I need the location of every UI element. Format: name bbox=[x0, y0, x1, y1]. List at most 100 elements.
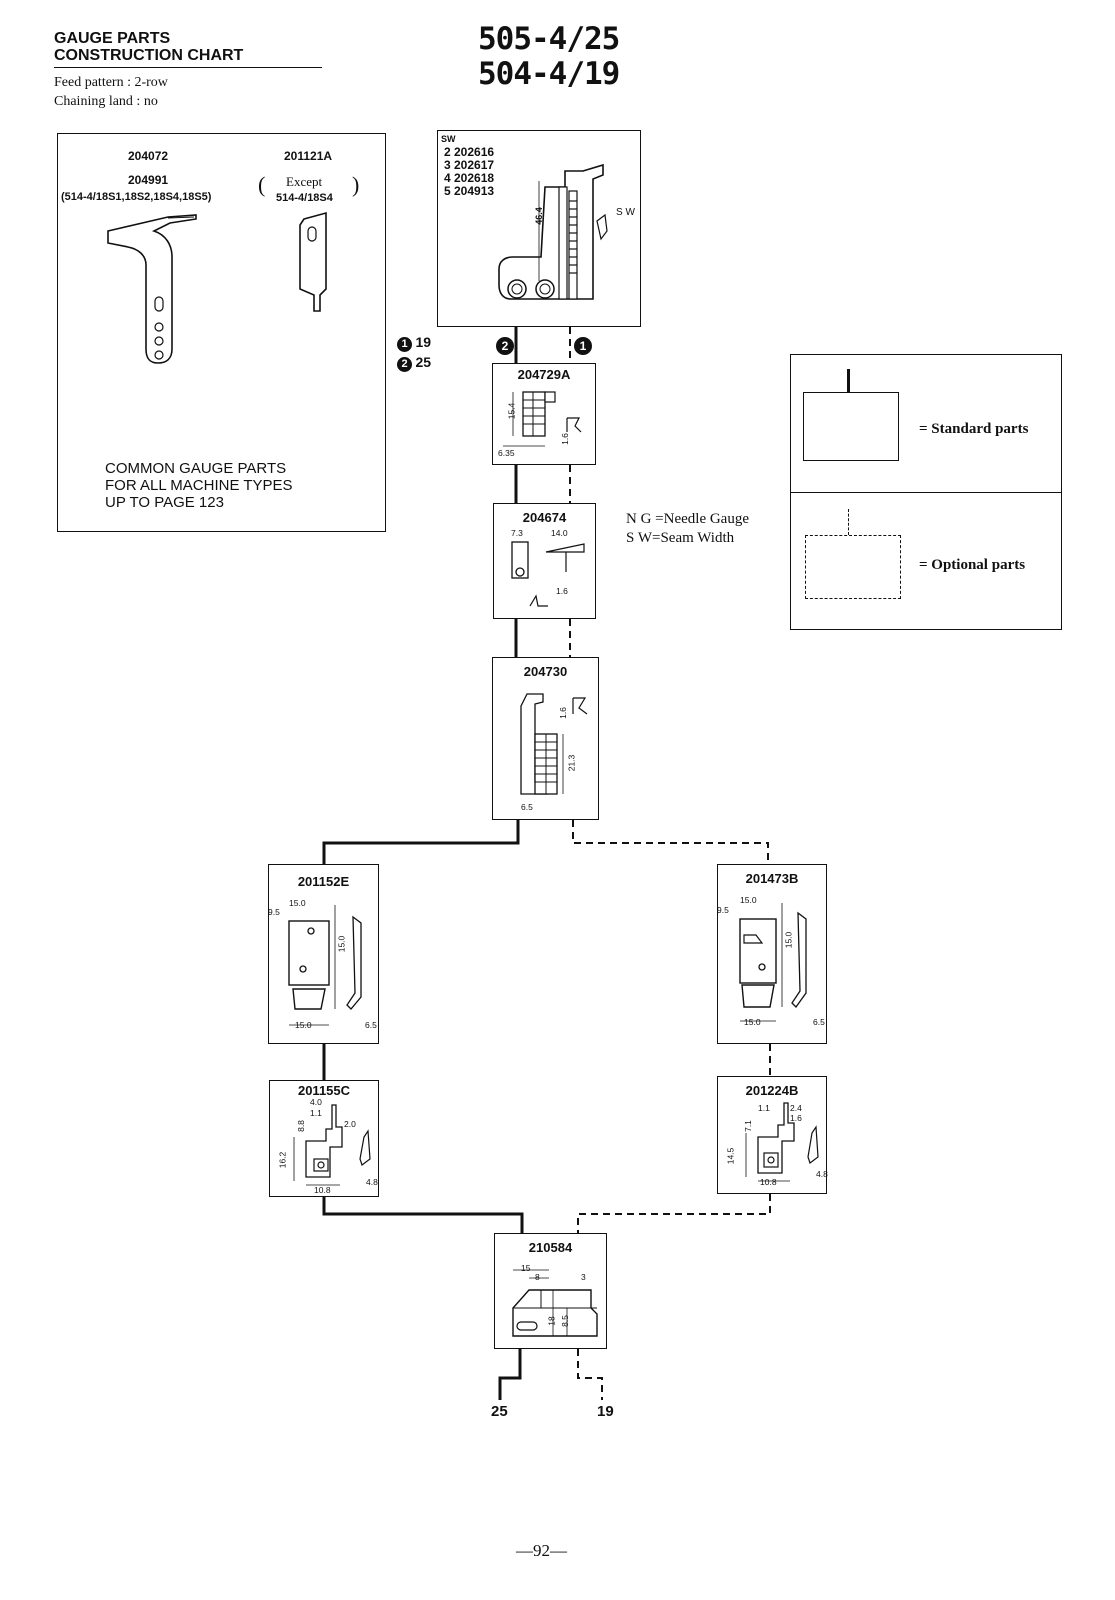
dim-6: 10.8 bbox=[314, 1185, 331, 1195]
model-505: 505-4/25 bbox=[478, 21, 620, 57]
dim-4: 7.1 bbox=[742, 1120, 753, 1132]
common-caption-1: COMMON GAUGE PARTS bbox=[105, 460, 287, 477]
dim-4: 15.0 bbox=[295, 1020, 312, 1030]
legend-standard: = Standard parts bbox=[919, 421, 1029, 437]
legend-divider bbox=[791, 492, 1061, 493]
part-number: 204674 bbox=[522, 510, 567, 525]
sw-row-3: 3 202617 bbox=[444, 158, 495, 172]
optional-route bbox=[569, 327, 771, 1400]
dim-3: 1.6 bbox=[790, 1113, 802, 1123]
common-parts-box: 204072 204991 (514-4/18S1,18S2,18S4,18S5… bbox=[57, 133, 386, 532]
part-number: 204729A bbox=[517, 367, 571, 382]
part-drawing bbox=[520, 693, 588, 795]
part-number: 201152E bbox=[297, 874, 350, 889]
part-box-204730: 204730 1.6 21.3 6.5 bbox=[492, 657, 599, 820]
dim-2: 1.1 bbox=[310, 1108, 322, 1118]
part-drawing bbox=[512, 1269, 598, 1337]
route-legend-1: 1 19 bbox=[397, 334, 431, 352]
dim-2: 2.4 bbox=[790, 1103, 802, 1113]
common-caption-3: UP TO PAGE 123 bbox=[105, 494, 224, 511]
part-201121a-note-2: 514-4/18S4 bbox=[276, 192, 333, 204]
sw-row-4: 4 202618 bbox=[444, 171, 495, 185]
part-drawing bbox=[503, 391, 582, 447]
dim-3: 15.0 bbox=[783, 931, 794, 949]
sw-row-2: 2 202616 bbox=[444, 145, 495, 159]
dim-5: 6.5 bbox=[813, 1017, 825, 1027]
standard-sample-box bbox=[803, 392, 899, 461]
dim-1: 15 bbox=[521, 1263, 531, 1273]
abbrev-sw: S W=Seam Width bbox=[626, 530, 735, 546]
part-number: 201473B bbox=[745, 871, 799, 886]
dim-7: 4.8 bbox=[366, 1177, 378, 1187]
part-box-201224b: 201224B 1.1 2.4 1.6 7.1 14.5 10.8 4.8 bbox=[717, 1076, 828, 1194]
model-504: 504-4/19 bbox=[478, 56, 620, 92]
dim-3: 8.8 bbox=[295, 1120, 306, 1132]
dim-5: 6.5 bbox=[365, 1020, 377, 1030]
part-drawing bbox=[739, 903, 807, 1022]
dim-4: 2.0 bbox=[344, 1119, 356, 1129]
route-marker-2: 2 bbox=[496, 337, 514, 355]
dim-1: 4.0 bbox=[310, 1097, 322, 1107]
dim-3: 6.35 bbox=[498, 448, 515, 458]
dim-3: 6.5 bbox=[521, 802, 533, 812]
legend-box: = Standard parts = Optional parts bbox=[790, 354, 1062, 630]
circle-number-1: 1 bbox=[397, 337, 412, 352]
dim-2: 9.5 bbox=[268, 907, 280, 917]
dim-1: 15.4 bbox=[506, 402, 517, 420]
part-number-204072: 204072 bbox=[128, 149, 169, 163]
sw-mark: S W bbox=[616, 207, 635, 218]
part-box-210584: 210584 15 8 3 18 8.5 bbox=[494, 1233, 607, 1349]
dim-4: 18 bbox=[546, 1316, 557, 1326]
part-204991-note: (514-4/18S1,18S2,18S4,18S5) bbox=[61, 191, 212, 203]
dim-2: 21.3 bbox=[566, 754, 577, 772]
dim-2: 8 bbox=[535, 1272, 540, 1282]
part-number: 204730 bbox=[523, 664, 568, 679]
left-paren: ( bbox=[258, 172, 266, 197]
part-drawing bbox=[745, 1102, 819, 1182]
route-marker-1: 1 bbox=[574, 337, 592, 355]
part-number: 201224B bbox=[745, 1083, 799, 1098]
part-box-201155c: 201155C 4.0 1.1 8.8 2.0 16.2 10.8 4.8 bbox=[269, 1080, 379, 1197]
part-box-204674: 204674 7.3 14.0 1.6 bbox=[493, 503, 596, 619]
dim-2: 1.6 bbox=[559, 433, 570, 445]
knife-drawing bbox=[299, 211, 327, 312]
part-drawing bbox=[288, 905, 362, 1026]
part-drawing bbox=[511, 541, 585, 607]
dim-1: 1.1 bbox=[758, 1103, 770, 1113]
feed-pattern: Feed pattern : 2-row bbox=[54, 75, 168, 90]
chart-title-line1: GAUGE PARTS bbox=[54, 30, 171, 47]
part-box-201473b: 201473B 15.0 9.5 15.0 15.0 6.5 bbox=[717, 864, 827, 1044]
dim-6: 10.8 bbox=[760, 1177, 777, 1187]
dim-1: 15.0 bbox=[740, 895, 757, 905]
sw-row-5: 5 204913 bbox=[444, 184, 495, 198]
part-drawing bbox=[293, 1104, 371, 1186]
dim-5: 14.5 bbox=[725, 1147, 736, 1165]
output-25: 25 bbox=[491, 1403, 508, 1420]
optional-connector bbox=[848, 509, 849, 535]
page-number: —92— bbox=[516, 1541, 567, 1560]
part-number-204991: 204991 bbox=[128, 173, 169, 187]
dim-3: 1.6 bbox=[556, 586, 568, 596]
looper-drawing bbox=[107, 214, 197, 364]
chart-title-line2: CONSTRUCTION CHART bbox=[54, 47, 244, 64]
dim-2: 14.0 bbox=[551, 528, 568, 538]
standard-route bbox=[322, 327, 524, 1400]
dim-7: 4.8 bbox=[816, 1169, 828, 1179]
circle-number-2-marker: 2 bbox=[496, 337, 514, 355]
dim-3: 15.0 bbox=[336, 935, 347, 953]
dim-3: 3 bbox=[581, 1272, 586, 1282]
dim-1: 1.6 bbox=[557, 707, 568, 719]
part-number: 201155C bbox=[297, 1083, 351, 1098]
dim-4: 15.0 bbox=[744, 1017, 761, 1027]
sw-header: SW bbox=[441, 134, 456, 144]
legend-optional: = Optional parts bbox=[919, 557, 1026, 573]
title-underline bbox=[54, 67, 322, 68]
chaining-land: Chaining land : no bbox=[54, 94, 158, 109]
abbrev-ng: N G =Needle Gauge bbox=[626, 511, 749, 527]
route-1-value: 19 bbox=[415, 334, 432, 350]
part-number: 210584 bbox=[528, 1240, 573, 1255]
part-box-201152e: 201152E 15.0 9.5 15.0 15.0 6.5 bbox=[268, 864, 379, 1044]
part-box-204729a: 204729A 15.4 1.6 6.35 bbox=[492, 363, 596, 465]
right-paren: ) bbox=[352, 172, 360, 197]
optional-sample-box bbox=[805, 535, 901, 599]
